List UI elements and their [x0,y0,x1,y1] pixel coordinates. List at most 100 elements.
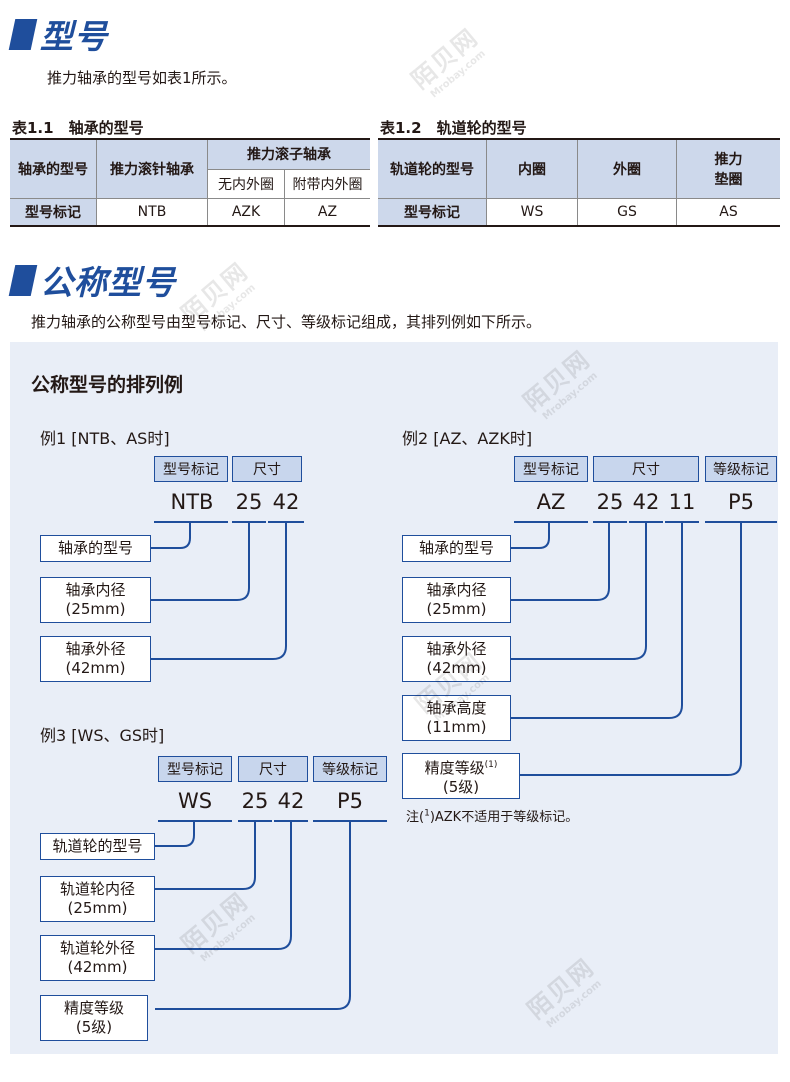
label-line: (42mm) [65,659,126,677]
example3-title: 例3 [WS、GS时] [40,726,165,745]
label-line: (25mm) [67,899,128,917]
ex1-code-inner: 25 [235,490,263,514]
ex3-tag-grade: 等级标记 [313,756,387,782]
wire-ex1-outer [151,522,287,660]
ex3-tag-size: 尺寸 [238,756,308,782]
label-line: (42mm) [426,659,487,677]
label-line: 轴承内径 [426,581,487,599]
table2-cell: WS [486,197,578,225]
wire-ex1-inner [151,522,250,601]
ex1-tag-size: 尺寸 [232,456,302,482]
note-sup: 1 [424,808,430,819]
table1-bottom-rule [10,225,370,227]
table2-head-model: 轨道轮的型号 [378,140,487,199]
wire-ex1-type [151,522,191,549]
section-title-text: 公称型号 [40,263,176,302]
ex1-tag-type: 型号标记 [154,456,228,482]
wire-ex3-grade [155,821,351,1010]
ex2-label-type: 轴承的型号 [402,535,511,562]
table2-top-rule [378,138,780,140]
table2-head-inner: 内圈 [486,140,578,199]
section-title-text: 型号 [40,17,108,56]
label-line: 轴承的型号 [418,539,494,557]
section-intro: 推力轴承的公称型号由型号标记、尺寸、等级标记组成，其排列例如下所示。 [31,313,542,331]
ex2-code-inner: 25 [596,490,624,514]
ex3-underline [313,820,387,822]
ex2-underline [629,521,663,523]
ex2-label-outer: 轴承外径 (42mm) [402,636,511,682]
table1-sub-no-ring: 无内外圈 [207,168,285,199]
wire-ex3-outer [155,821,292,950]
ex1-code-type: NTB [170,490,214,514]
ex2-label-grade: 精度等级(1) (5级) [402,753,520,799]
ex2-tag-type: 型号标记 [514,456,588,482]
wire-ex2-outer [511,522,647,660]
ex2-underline [593,521,627,523]
label-line: 轴承的型号 [57,539,133,557]
table2-head-washer: 推力 垫圈 [676,140,780,199]
table2-head-outer: 外圈 [577,140,677,199]
table1-cell: AZK [207,197,285,225]
section-title-model: 型号 [8,14,108,56]
ex1-underline [268,521,304,523]
table2-head-washer-line1: 推力 [714,151,743,168]
example2-title: 例2 [AZ、AZK时] [402,429,533,448]
table1-cell: NTB [96,197,208,225]
table1-caption: 表1.1 轴承的型号 [12,119,144,137]
ex2-code-height: 11 [668,490,696,514]
label-line: 轴承外径 [426,640,487,658]
ex1-label-inner: 轴承内径 (25mm) [40,577,151,623]
ex2-label-inner: 轴承内径 (25mm) [402,577,511,623]
label-line: 轴承外径 [65,640,126,658]
ex1-underline [154,521,228,523]
ex2-code-type: AZ [536,490,566,514]
ex3-label-outer: 轨道轮外径 (42mm) [40,935,155,981]
label-line: (25mm) [426,600,487,618]
ex1-label-outer: 轴承外径 (42mm) [40,636,151,682]
wire-ex3-inner [155,821,256,890]
ex2-tag-size: 尺寸 [593,456,699,482]
note-prefix: 注( [406,810,425,825]
ex2-underline [514,521,588,523]
table2-row-label: 型号标记 [378,197,487,225]
ex1-underline [232,521,266,523]
ex3-underline [238,820,272,822]
wire-ex3-type [155,821,195,847]
label-line: (42mm) [67,958,128,976]
ex2-tag-grade: 等级标记 [705,456,777,482]
table1-top-rule [10,138,370,140]
table1-row-label: 型号标记 [10,197,97,225]
ex2-underline [665,521,699,523]
ex2-label-height: 轴承高度 (11mm) [402,695,511,741]
ex2-code-outer: 42 [632,490,660,514]
ex3-code-outer: 42 [277,789,305,813]
label-line: (5级) [442,777,480,796]
table2-head-washer-line2: 垫圈 [714,171,743,188]
footnote-mark: 1 [488,759,494,770]
ex3-code-inner: 25 [241,789,269,813]
wire-ex2-type [511,522,550,549]
ex1-label-type: 轴承的型号 [40,535,151,562]
label-line: 轴承内径 [65,581,126,599]
note-text: )AZK不适用于等级标记。 [429,810,579,825]
wire-ex2-grade [520,522,742,776]
ex3-label-inner: 轨道轮内径 (25mm) [40,876,155,922]
wire-ex2-inner [511,522,610,601]
ex1-code-outer: 42 [272,490,300,514]
label-line: 轨道轮内径 [59,880,135,898]
ex3-tag-type: 型号标记 [158,756,232,782]
ex3-underline [158,820,232,822]
table2: 轨道轮的型号 内圈 外圈 推力 垫圈 型号标记 WS GS AS [378,140,780,225]
table1-sub-with-ring: 附带内外圈 [284,168,370,199]
label-line: 轨道轮外径 [59,939,135,957]
label-line: 精度等级(1) [424,758,498,777]
ex2-underline [705,521,777,523]
table2-bottom-rule [378,225,780,227]
table2-cell: GS [577,197,677,225]
ex2-code-grade: P5 [727,490,755,514]
section-intro: 推力轴承的型号如表1所示。 [47,69,237,87]
ex2-footnote: 注(1)AZK不适用于等级标记。 [406,806,578,825]
label-line: 轨道轮的型号 [52,837,143,855]
table1-head-roller: 推力滚子轴承 [207,140,370,170]
